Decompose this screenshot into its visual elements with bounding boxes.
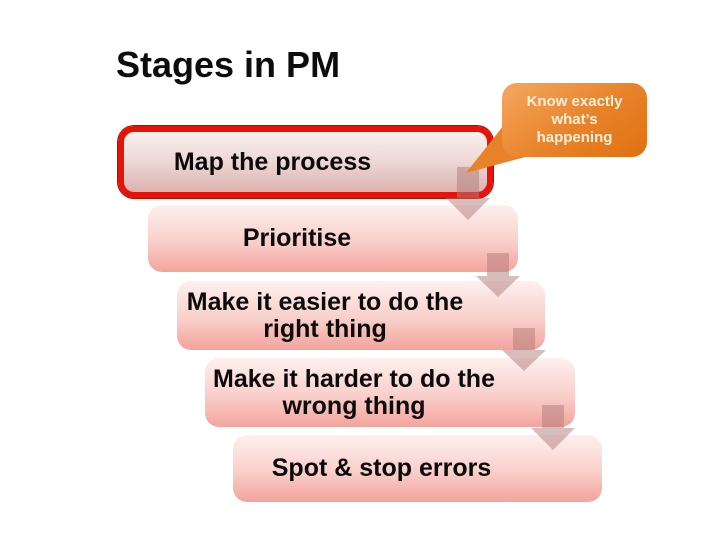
stage-box-spot-stop-errors: Spot & stop errors bbox=[233, 435, 602, 502]
callout-bubble: Know exactly what’s happening bbox=[502, 83, 647, 157]
stage-box-easier-right-thing: Make it easier to do the right thing bbox=[177, 281, 545, 350]
stage-label: Prioritise bbox=[242, 224, 352, 252]
stage-box-harder-wrong-thing: Make it harder to do the wrong thing bbox=[205, 358, 575, 427]
stage-label: Make it easier to do the right thing bbox=[186, 287, 464, 343]
stage-label: Map the process bbox=[173, 147, 372, 176]
stage-label: Make it harder to do the wrong thing bbox=[213, 364, 495, 420]
slide-title: Stages in PM bbox=[116, 44, 341, 85]
stage-box-prioritise: Prioritise bbox=[148, 205, 518, 272]
stage-box-map-the-process: Map the process bbox=[118, 126, 493, 198]
stage-label: Spot & stop errors bbox=[271, 454, 492, 482]
callout-text: Know exactly what’s happening bbox=[526, 93, 623, 146]
